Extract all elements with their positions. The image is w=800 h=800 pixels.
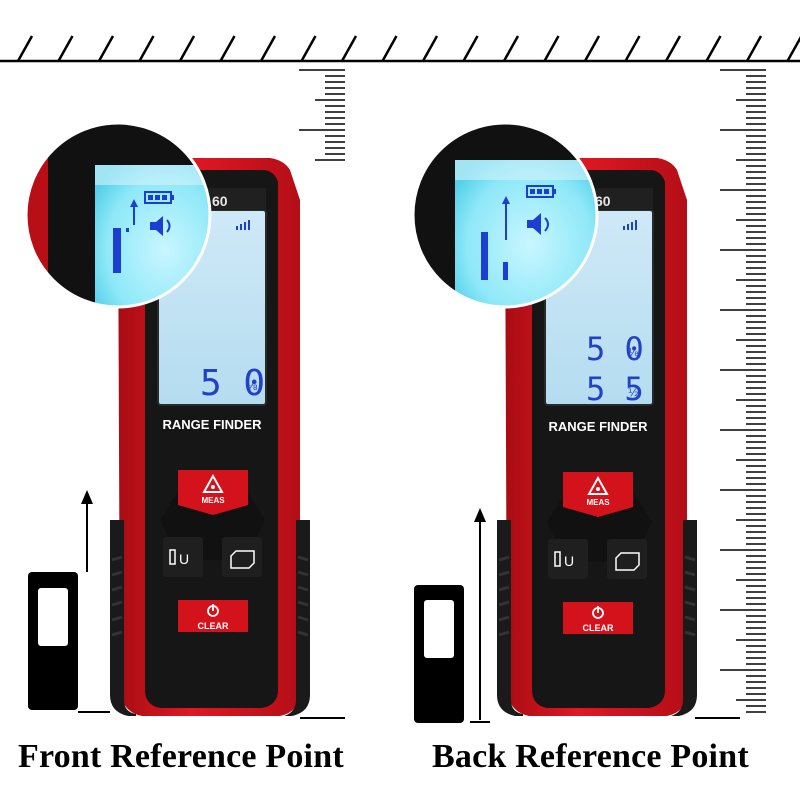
ceiling-hatch bbox=[300, 35, 317, 62]
ceiling-hatch bbox=[178, 35, 196, 62]
caption-back-reference: Back Reference Point bbox=[432, 738, 749, 775]
unit-button[interactable] bbox=[163, 537, 203, 577]
meas-label: MEAS bbox=[201, 496, 225, 505]
area-button[interactable] bbox=[222, 537, 262, 577]
ceiling-hatch bbox=[138, 35, 155, 62]
lcd-unit-2: ½ bbox=[628, 386, 639, 399]
ceiling-hatch bbox=[745, 35, 763, 62]
area-button[interactable] bbox=[607, 539, 647, 579]
range-finder-front: 60 5 0 ⅛ RANGE FINDER MEAS U CLEAR bbox=[110, 158, 310, 716]
lcd-reading-1: 5 0 bbox=[586, 330, 644, 368]
ceiling-hatch bbox=[16, 35, 34, 62]
caption-front-reference: Front Reference Point bbox=[18, 738, 344, 775]
ceiling-hatch bbox=[624, 35, 641, 62]
ceiling-hatch bbox=[502, 35, 520, 62]
range-finder-label: RANGE FINDER bbox=[549, 419, 649, 434]
ceiling-hatch bbox=[705, 35, 722, 62]
lcd-reading: 5 0 bbox=[200, 363, 265, 404]
clear-label: CLEAR bbox=[583, 623, 614, 633]
ruler-right bbox=[720, 69, 766, 713]
ruler-left bbox=[299, 69, 345, 161]
meas-label: MEAS bbox=[586, 498, 610, 507]
ceiling-hatch bbox=[219, 35, 236, 62]
model-label: 60 bbox=[595, 193, 611, 209]
range-finder-back: 60 5 0 ⅛ 5 5 ½ RANGE FINDER MEAS U CLEAR bbox=[497, 158, 697, 716]
model-label: 60 bbox=[212, 193, 228, 209]
back-reference-diagram bbox=[414, 508, 740, 723]
lcd-unit: ⅛ bbox=[246, 379, 258, 393]
unit-label: U bbox=[179, 551, 189, 567]
ceiling-hatch bbox=[786, 36, 800, 62]
ceiling-line bbox=[0, 35, 800, 63]
clear-label: CLEAR bbox=[198, 621, 229, 631]
unit-button[interactable] bbox=[548, 539, 588, 579]
ceiling-hatch bbox=[57, 35, 74, 62]
ceiling-hatch bbox=[340, 35, 358, 62]
ceiling-hatch bbox=[259, 35, 277, 62]
zoom-circle-back bbox=[411, 121, 599, 309]
front-reference-diagram bbox=[28, 490, 345, 719]
ceiling-hatch bbox=[664, 35, 682, 62]
range-finder-label: RANGE FINDER bbox=[163, 417, 263, 432]
ceiling-hatch bbox=[421, 35, 439, 62]
lcd-unit-1: ⅛ bbox=[628, 346, 639, 359]
ceiling-hatch bbox=[583, 35, 601, 62]
unit-label: U bbox=[564, 553, 574, 569]
ceiling-hatch bbox=[462, 35, 479, 62]
lcd-reading-2: 5 5 bbox=[586, 370, 644, 408]
ceiling-hatch bbox=[97, 35, 115, 62]
ceiling-hatch bbox=[381, 35, 398, 62]
ceiling-hatch bbox=[543, 35, 560, 62]
